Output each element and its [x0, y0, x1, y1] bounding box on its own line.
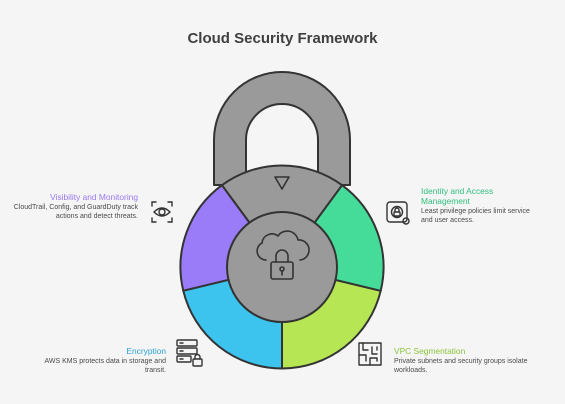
- maze-icon: [358, 342, 382, 366]
- padlock-badge-icon: [386, 201, 410, 225]
- visibility-title: Visibility and Monitoring: [50, 192, 138, 202]
- identity-label: Identity and Access Management Least pri…: [421, 186, 541, 225]
- identity-text: Least privilege policies limit service a…: [421, 208, 530, 224]
- vpc-text: Private subnets and security groups isol…: [394, 358, 528, 374]
- cloud-lock-icon: [256, 230, 310, 280]
- identity-title: Identity and Access Management: [421, 186, 494, 206]
- keyhole-triangle-icon: [274, 176, 290, 190]
- page-title: Cloud Security Framework: [187, 30, 378, 47]
- visibility-text: CloudTrail, Config, and GuardDuty track …: [13, 204, 138, 220]
- encryption-text: AWS KMS protects data in storage and tra…: [44, 358, 166, 374]
- vpc-title: VPC Segmentation: [394, 346, 466, 356]
- eye-icon: [151, 201, 173, 223]
- encryption-label: Encryption AWS KMS protects data in stor…: [30, 346, 166, 375]
- encryption-title: Encryption: [126, 346, 166, 356]
- visibility-label: Visibility and Monitoring CloudTrail, Co…: [8, 192, 138, 221]
- padlock-shackle: [213, 71, 351, 186]
- server-lock-icon: [176, 339, 203, 367]
- vpc-label: VPC Segmentation Private subnets and sec…: [394, 346, 539, 375]
